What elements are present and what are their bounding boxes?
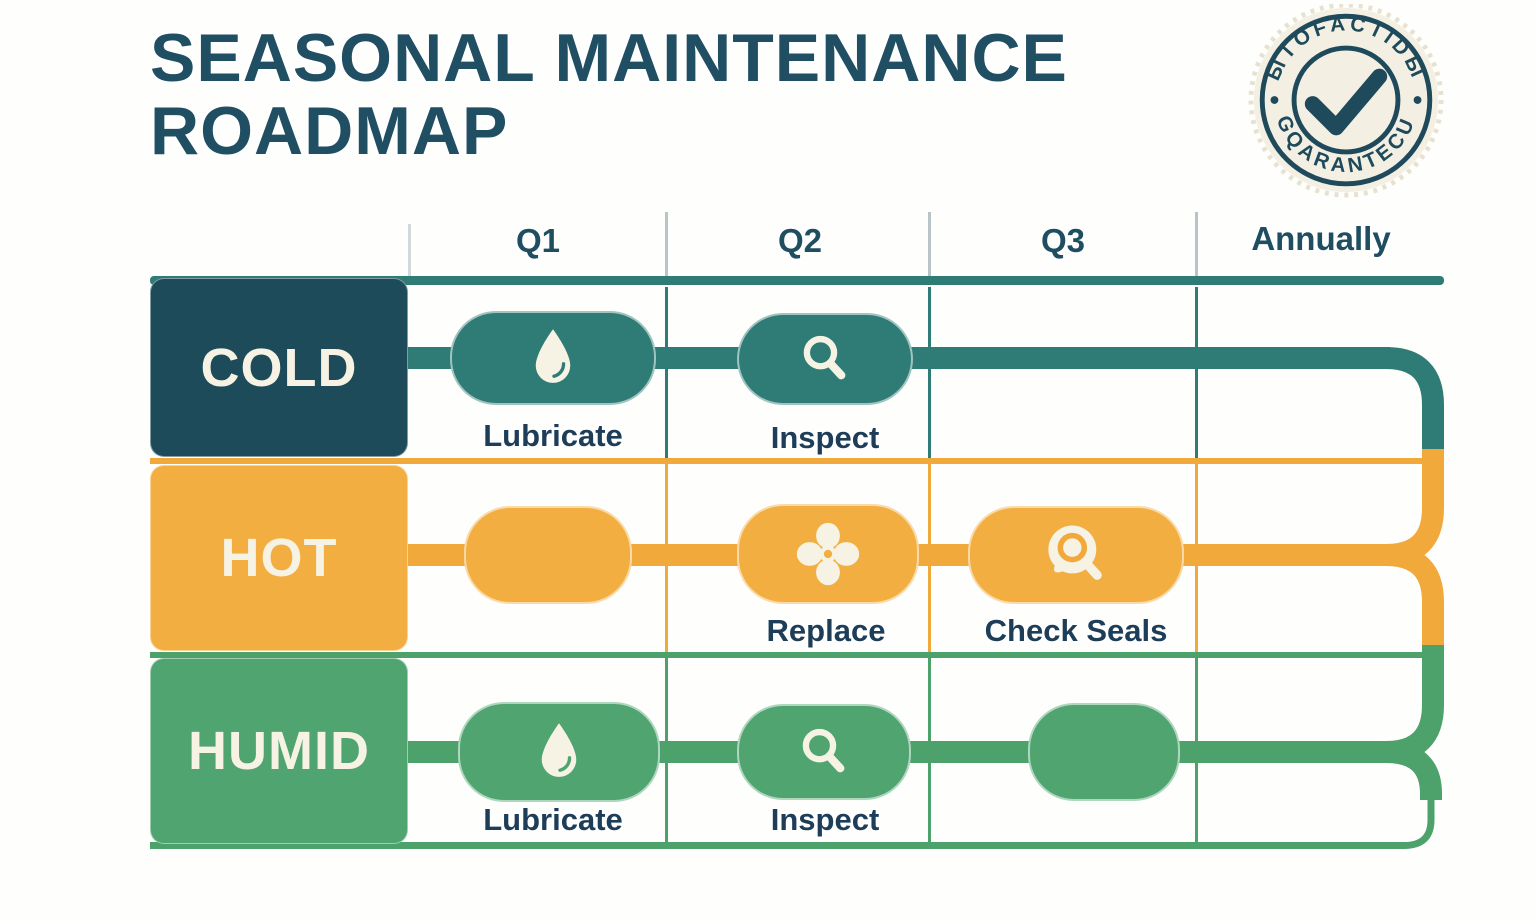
badge-outer-ring (1259, 13, 1433, 187)
page-title: SEASONAL MAINTENANCE ROADMAP (150, 22, 1068, 168)
grid-vline-cold-1 (665, 287, 668, 458)
magnifier-icon (803, 335, 846, 380)
connector-humid-down (1385, 741, 1442, 800)
task-label-cold-q2: Inspect (770, 420, 880, 455)
row-divider-hot-humid (150, 652, 1442, 658)
connector-hot-down (1385, 544, 1444, 648)
task-label-humid-q1: Lubricate (483, 802, 623, 837)
droplet-icon (535, 329, 571, 383)
seal-magnifier-icon (1048, 525, 1102, 580)
badge-scallop-edge (1248, 4, 1444, 198)
droplet-icon (541, 723, 577, 777)
page-title-line1: SEASONAL MAINTENANCE (150, 20, 1068, 96)
grid-vline-cold-3 (1195, 287, 1198, 458)
check-icon (1304, 68, 1388, 136)
row-divider-cold-hot (150, 458, 1442, 464)
task-label-hot-q2: Replace (766, 613, 886, 648)
grid-vline-header-3 (1195, 212, 1198, 276)
badge-left-dot (1270, 96, 1279, 104)
column-header-q3: Q3 (1040, 222, 1086, 259)
page-title-line2: ROADMAP (150, 92, 509, 169)
task-label-humid-q2: Inspect (770, 802, 880, 837)
guarantee-badge: ЫTOFACTIDЫ GQARANTECU (1248, 4, 1444, 198)
task-label-hot-q3: Check Seals (984, 613, 1168, 648)
task-pill-hot-q3 (968, 506, 1184, 604)
row-label-humid: HUMID (150, 658, 408, 844)
task-pill-humid-q2 (737, 704, 911, 800)
connector-into-humid (1372, 645, 1444, 763)
grid-vline-cold-2 (928, 287, 931, 458)
column-header-q2: Q2 (777, 222, 823, 259)
badge-disc (1253, 7, 1439, 193)
grid-vline-header-2 (928, 212, 931, 276)
badge-inner-ring (1291, 45, 1401, 155)
row-label-cold: COLD (150, 278, 408, 457)
task-label-cold-q1: Lubricate (483, 418, 623, 453)
connector-cold-down (1372, 347, 1444, 452)
magnifier-icon (802, 728, 845, 773)
task-pill-cold-q2 (737, 313, 913, 405)
task-pill-hot-q2 (737, 504, 919, 604)
grid-vline-header-0 (408, 224, 411, 276)
connector-into-hot (1372, 449, 1444, 566)
column-header-q1: Q1 (515, 222, 561, 259)
task-pill-hot-q1-empty (464, 506, 632, 604)
badge-right-dot (1413, 96, 1422, 104)
fan-icon (796, 522, 860, 586)
grid-vline-header-1 (665, 212, 668, 276)
row-label-hot: HOT (150, 465, 408, 651)
column-header-annually: Annually (1251, 220, 1391, 257)
task-pill-cold-q1 (450, 311, 656, 405)
table-top-border (150, 276, 1444, 285)
task-pill-humid-q1 (458, 702, 660, 802)
task-pill-humid-q3-empty (1028, 703, 1180, 801)
table-bottom-border (150, 792, 1435, 849)
